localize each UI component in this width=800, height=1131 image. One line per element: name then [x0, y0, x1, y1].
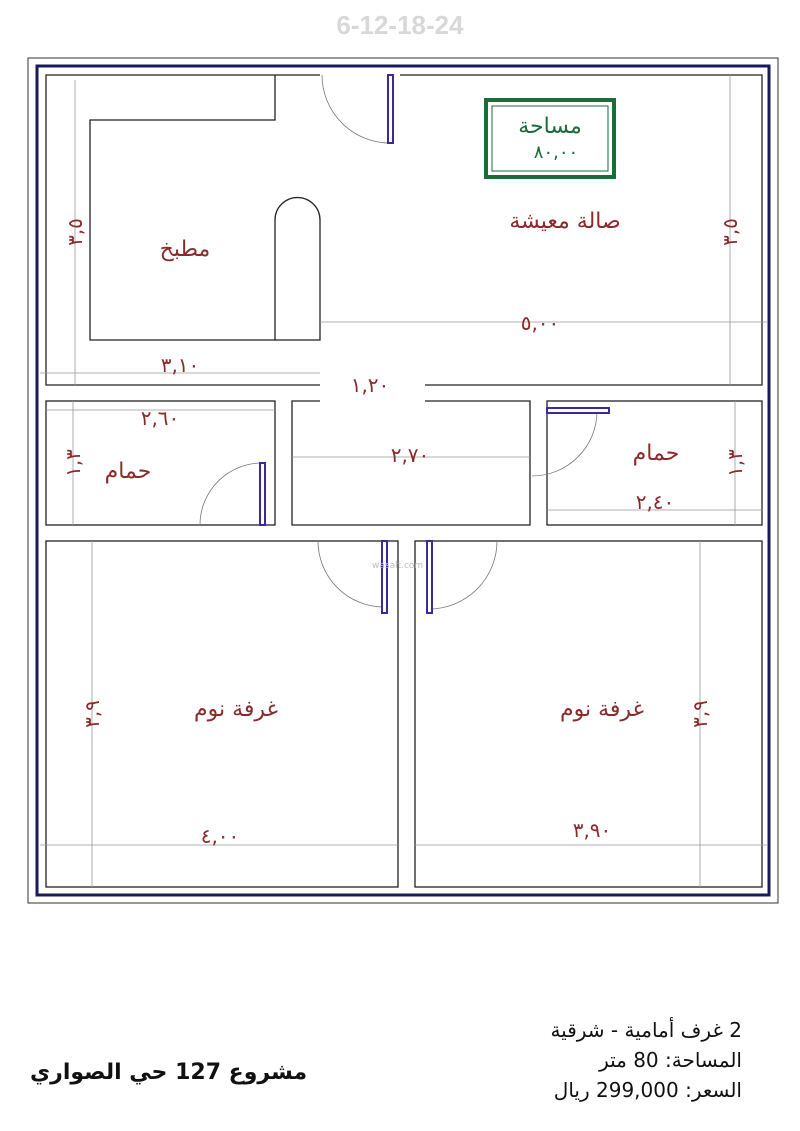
plan-code-title: 6-12-18-24 [336, 10, 464, 40]
bath-right-door[interactable] [531, 407, 610, 477]
outer-wall [35, 64, 771, 897]
bedroom-right-door[interactable] [426, 540, 498, 614]
info-price: السعر: 299,000 ريال [553, 1078, 742, 1102]
area-box: مساحة ٨٠,٠٠ [484, 98, 616, 179]
dim-bedroom-right-width: ٣,٩٠ [573, 818, 612, 842]
bath-right-walls [546, 400, 763, 526]
dim-bedroom-left-height: ٣,٩ [80, 700, 104, 728]
info-rooms: 2 غرف أمامية - شرقية [550, 1018, 742, 1042]
dim-bedroom-left-width: ٤,٠٠ [201, 824, 240, 848]
living-room-walls [45, 74, 763, 386]
bedroom-left-walls [45, 540, 399, 888]
dim-kitchen-width: ٣,١٠ [161, 353, 200, 377]
room-label-kitchen: مطبخ [160, 237, 211, 262]
dim-living-height: ٣,٥ [718, 218, 742, 246]
room-label-living: صالة معيشة [509, 209, 620, 234]
floor-plan: مساحة ٨٠,٠٠ صالة معيشة مطبخ حمام حمام غر… [27, 57, 779, 904]
area-box-value: ٨٠,٠٠ [534, 142, 578, 163]
dim-kitchen-height: ٣,٥ [63, 218, 87, 246]
kitchen-partition [89, 75, 321, 341]
room-label-bedroom-left: غرفة نوم [194, 697, 278, 722]
dimension-lines [40, 75, 768, 887]
corridor-walls [291, 400, 531, 526]
room-label-bath-right: حمام [633, 441, 680, 466]
area-box-label: مساحة [518, 114, 582, 139]
dim-bath-left-width: ٢,٦٠ [141, 406, 180, 430]
dim-bath-right-width: ٢,٤٠ [636, 490, 675, 514]
room-label-bedroom-right: غرفة نوم [560, 697, 644, 722]
dim-living-width: ٥,٠٠ [521, 311, 560, 335]
dim-bedroom-right-height: ٣,٩ [688, 700, 712, 728]
bath-left-door[interactable] [199, 462, 266, 526]
bath-left-walls [45, 400, 276, 526]
bedroom-left-door[interactable] [317, 540, 388, 614]
info-area: المساحة: 80 متر [599, 1048, 742, 1072]
bedroom-right-walls [414, 540, 763, 888]
outer-frame [27, 57, 779, 904]
entry-door[interactable] [321, 74, 394, 144]
dim-entry-width: ١,٢٠ [351, 373, 390, 397]
listing-info: 2 غرف أمامية - شرقية المساحة: 80 متر الس… [550, 1015, 742, 1105]
dim-bath-left-height: ١,٣ [61, 449, 85, 477]
watermark: wasalt.com [372, 561, 423, 571]
room-label-bath-left: حمام [105, 459, 152, 484]
project-name: مشروع 127 حي الصواري [30, 1060, 308, 1085]
dim-bath-right-height: ١,٣ [723, 449, 747, 477]
dim-corridor-width: ٢,٧٠ [391, 443, 430, 467]
